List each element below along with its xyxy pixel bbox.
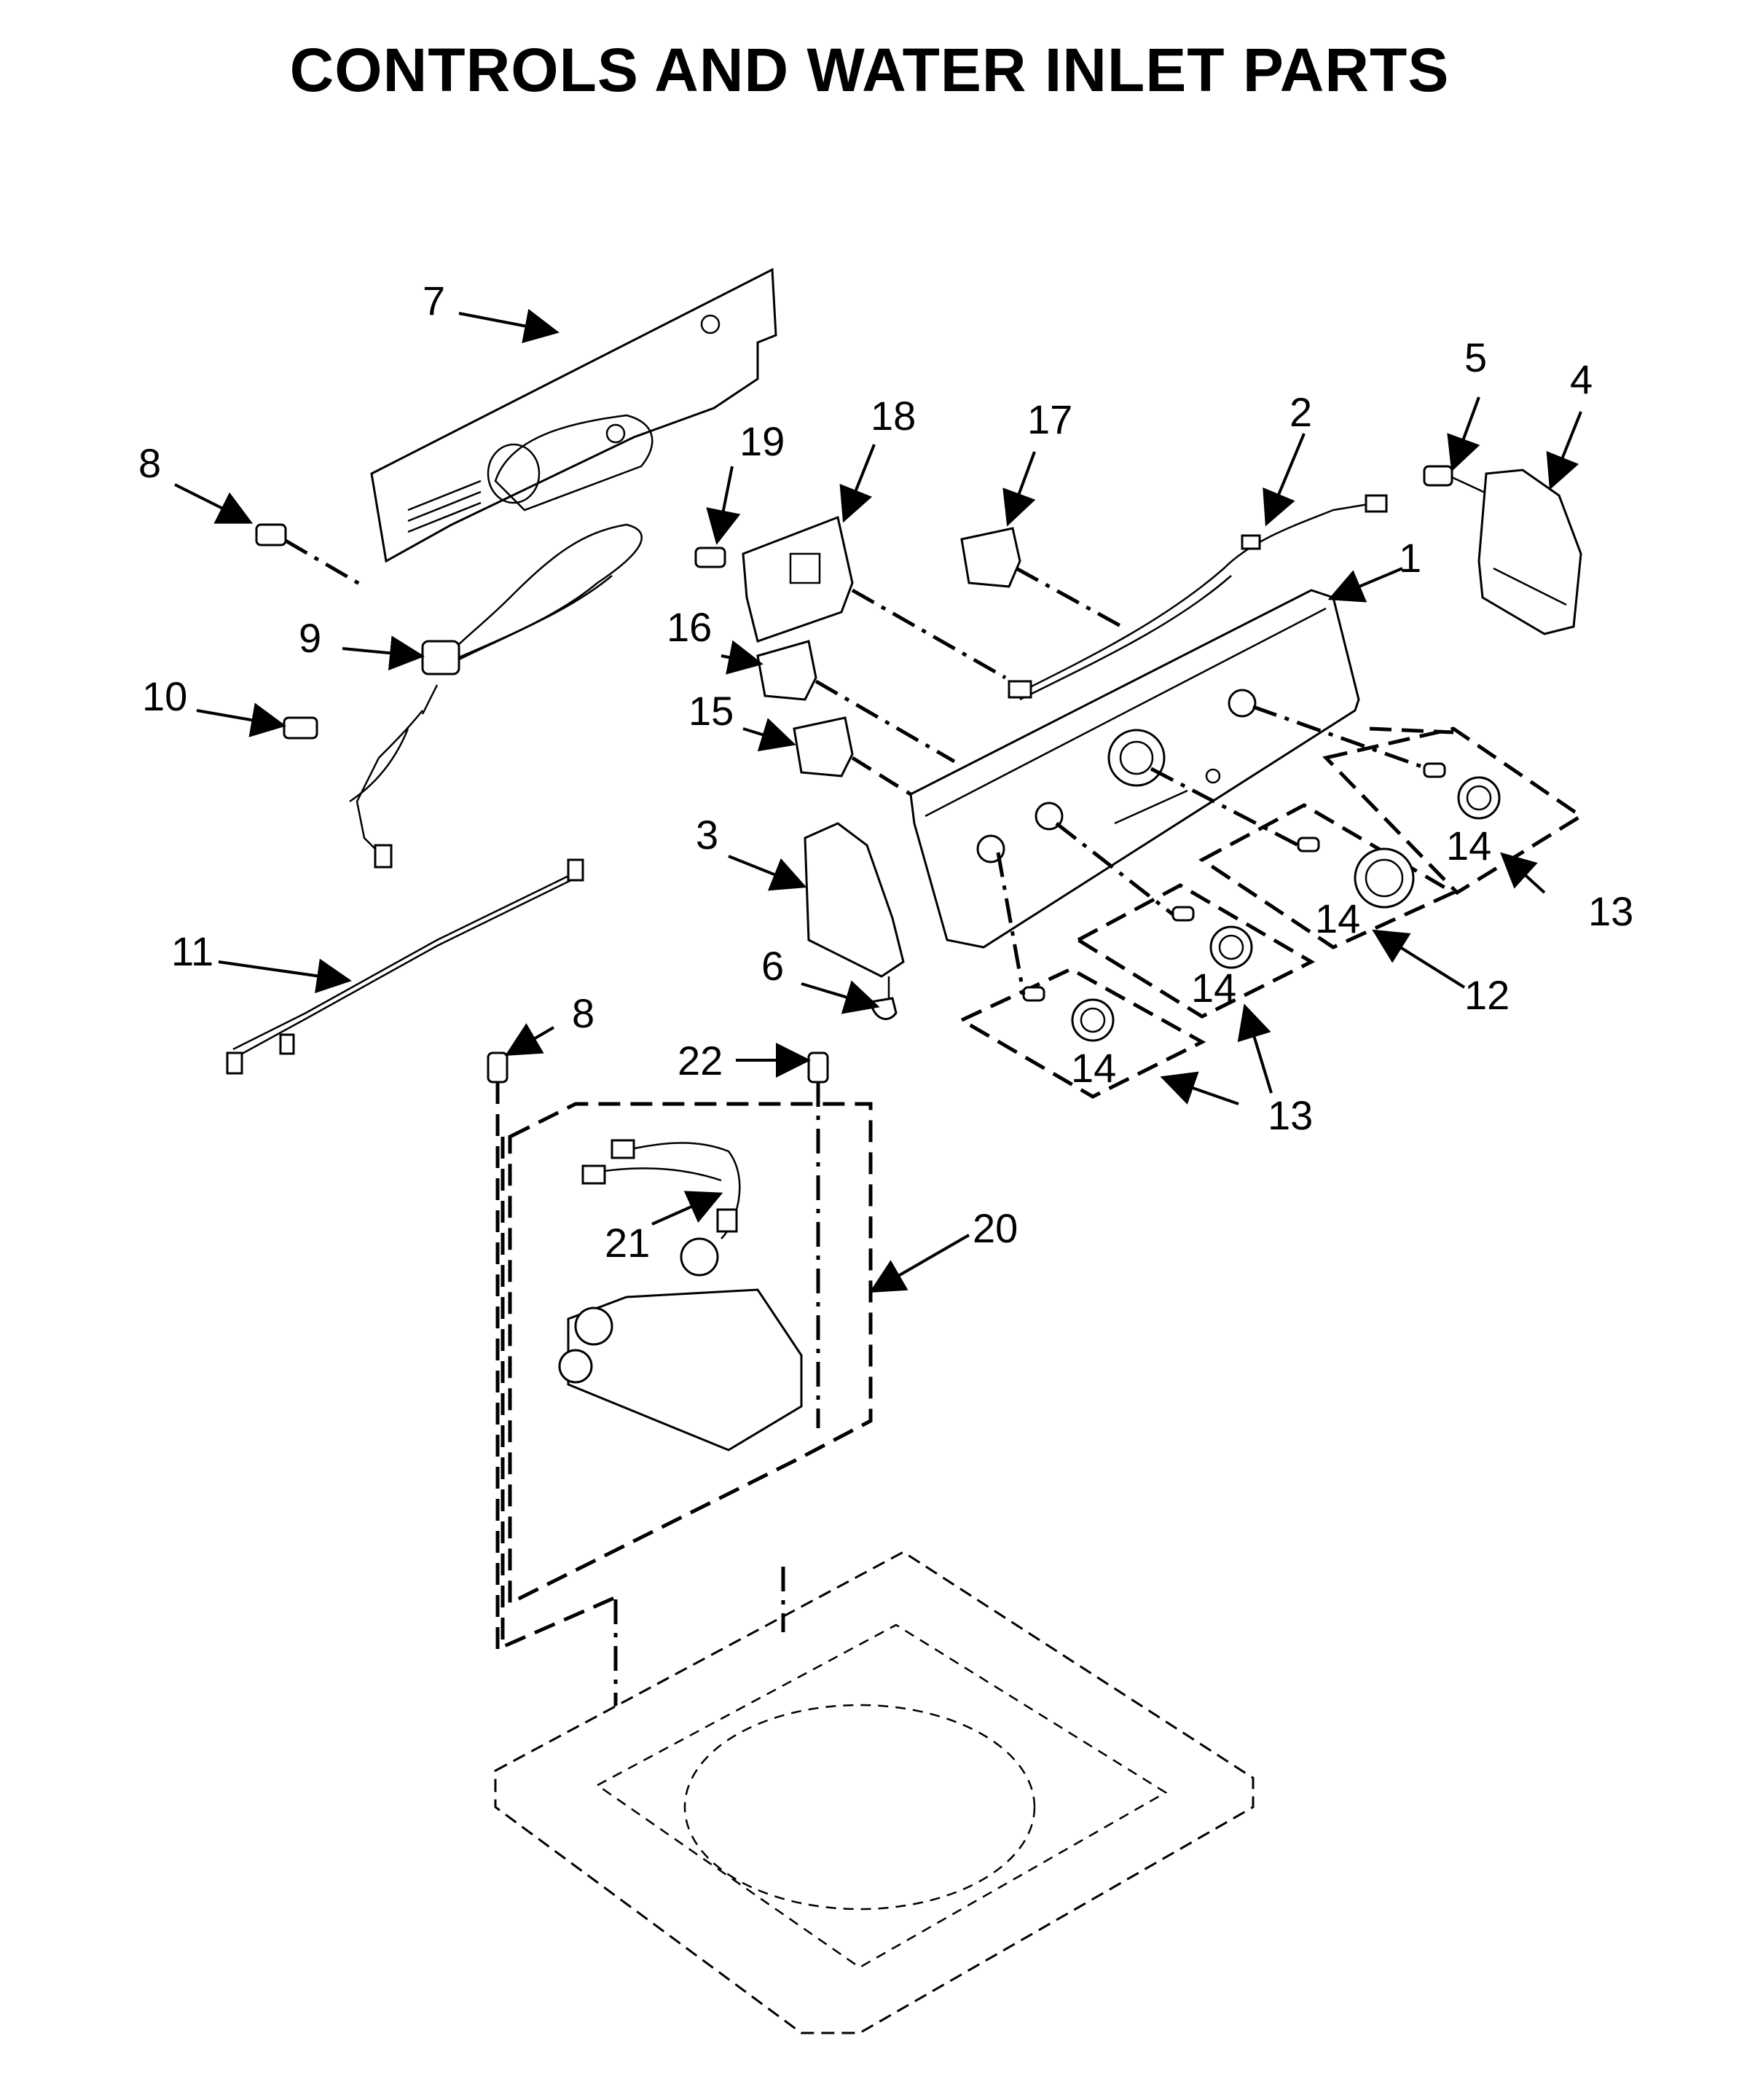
rear-console-panel-part-7 <box>370 267 777 563</box>
callout-8-upper: 8 <box>138 440 161 486</box>
callout-10: 10 <box>142 673 187 719</box>
callout-22: 22 <box>678 1038 723 1084</box>
callout-7: 7 <box>423 278 445 324</box>
power-cord-part-9 <box>421 523 643 715</box>
callout-14-b: 14 <box>1315 896 1360 941</box>
callout-12: 12 <box>1464 972 1510 1018</box>
callout-14-c: 14 <box>1191 965 1236 1011</box>
screw-part-8-upper <box>255 523 366 589</box>
wire-harness-part-10 <box>283 710 423 869</box>
callout-11: 11 <box>171 928 213 974</box>
control-board-part-18 <box>742 515 1007 680</box>
end-cap-part-3 <box>804 822 905 978</box>
switch-part-15 <box>793 716 912 796</box>
callout-5: 5 <box>1464 334 1487 380</box>
switch-part-17 <box>960 527 1123 629</box>
callout-4: 4 <box>1570 356 1593 402</box>
screw-part-8-lower <box>487 1051 509 1654</box>
callout-17: 17 <box>1027 396 1072 442</box>
callout-9: 9 <box>299 615 321 661</box>
callout-labels: 7 8 9 10 11 19 18 17 2 1 5 4 16 15 3 6 8… <box>138 278 1633 1266</box>
knob-group-lower-left <box>957 852 1206 1099</box>
washer-top-cabinet <box>494 1551 1255 2034</box>
water-inlet-valve-assembly-part-20 <box>500 1102 873 1650</box>
callout-16: 16 <box>667 604 712 650</box>
callout-21: 21 <box>605 1220 650 1266</box>
callout-8-lower: 8 <box>572 990 594 1036</box>
callout-15: 15 <box>688 688 734 734</box>
callout-20: 20 <box>973 1205 1018 1251</box>
console-part-1 <box>909 589 1360 949</box>
callout-14-a: 14 <box>1446 823 1491 869</box>
switch-part-16 <box>756 640 956 764</box>
callout-3: 3 <box>696 812 718 858</box>
callout-14-d: 14 <box>1071 1045 1116 1091</box>
callout-1: 1 <box>1399 535 1421 581</box>
end-cap-bracket-part-4 <box>1477 469 1582 635</box>
screw-part-22 <box>807 1051 829 1428</box>
callout-13-lower: 13 <box>1268 1092 1313 1138</box>
knob-group-selector-part-12 <box>1150 767 1458 949</box>
callout-13-right: 13 <box>1588 888 1633 934</box>
callout-6: 6 <box>761 943 784 989</box>
callout-2: 2 <box>1289 389 1312 435</box>
screw-part-19 <box>694 546 726 568</box>
clip-part-6 <box>869 976 898 1020</box>
callout-18: 18 <box>871 393 916 439</box>
inlet-hose-harness-part-21 <box>581 1139 741 1239</box>
callout-19: 19 <box>739 418 785 464</box>
wire-harness-part-11 <box>226 858 584 1075</box>
wire-harness-part-2 <box>1008 494 1388 701</box>
diagram-title: CONTROLS AND WATER INLET PARTS <box>289 36 1450 104</box>
knob-group-upper-right <box>1252 705 1585 896</box>
callout-leaders <box>174 308 1582 1293</box>
knob-group-middle <box>1055 822 1316 1019</box>
